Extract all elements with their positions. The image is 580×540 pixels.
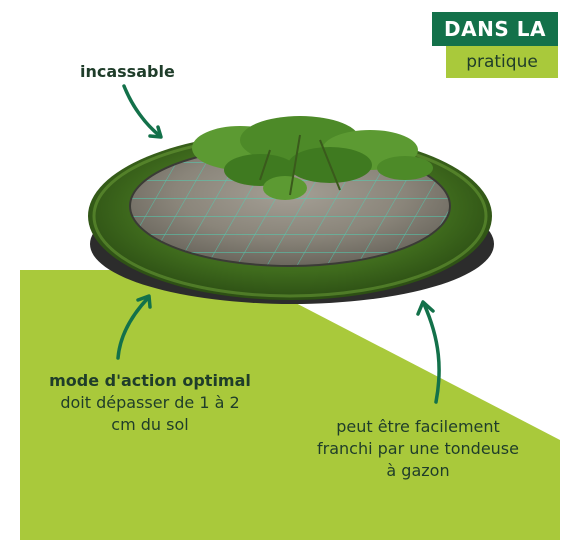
label-peut-line2: franchi par une tondeuse xyxy=(317,439,519,458)
slope-ground xyxy=(20,270,560,540)
label-mode-line2: cm du sol xyxy=(111,415,189,434)
arrow-incassable xyxy=(122,84,163,139)
badge-title: DANS LA xyxy=(432,12,558,46)
label-peut-line3: à gazon xyxy=(386,461,450,480)
arrow-tondeuse xyxy=(416,300,441,404)
label-peut-line1: peut être facilement xyxy=(336,417,500,436)
badge-subtitle: pratique xyxy=(446,46,558,78)
label-mode-title: mode d'action optimal xyxy=(49,371,251,390)
tree-foliage xyxy=(192,116,433,200)
mulch-grid xyxy=(130,146,450,266)
label-mode-action: mode d'action optimal doit dépasser de 1… xyxy=(30,370,270,436)
label-incassable: incassable xyxy=(80,62,175,81)
badge-dans-la-pratique: DANS LA pratique xyxy=(432,12,558,78)
label-mode-line1: doit dépasser de 1 à 2 xyxy=(60,393,240,412)
arrow-mode-action xyxy=(116,294,152,360)
label-tondeuse: peut être facilement franchi par une ton… xyxy=(298,416,538,482)
